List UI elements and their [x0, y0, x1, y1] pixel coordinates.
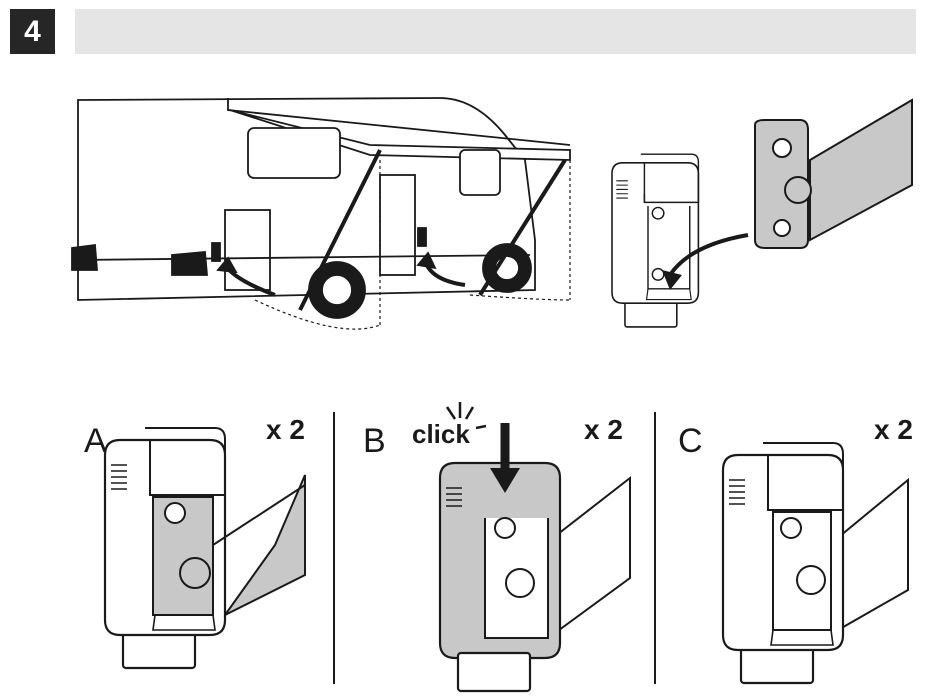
- motorhome-illustration: [72, 98, 570, 329]
- panel-c-quantity: x 2: [874, 414, 913, 446]
- panel-a-quantity: x 2: [266, 414, 305, 446]
- panel-a-label: A: [84, 422, 107, 461]
- panel-b-illustration: [440, 423, 630, 691]
- panel-c-label: C: [678, 422, 703, 461]
- panel-c-illustration: [723, 443, 908, 683]
- holder-detail-illustration: [612, 154, 698, 327]
- panel-divider: [333, 412, 335, 684]
- panel-a-illustration: [105, 428, 305, 668]
- bracket-arm-illustration: [662, 100, 912, 290]
- panel-divider: [654, 412, 656, 684]
- panel-b-label: B: [363, 422, 386, 461]
- click-annotation: click: [412, 419, 470, 450]
- panel-b-quantity: x 2: [584, 414, 623, 446]
